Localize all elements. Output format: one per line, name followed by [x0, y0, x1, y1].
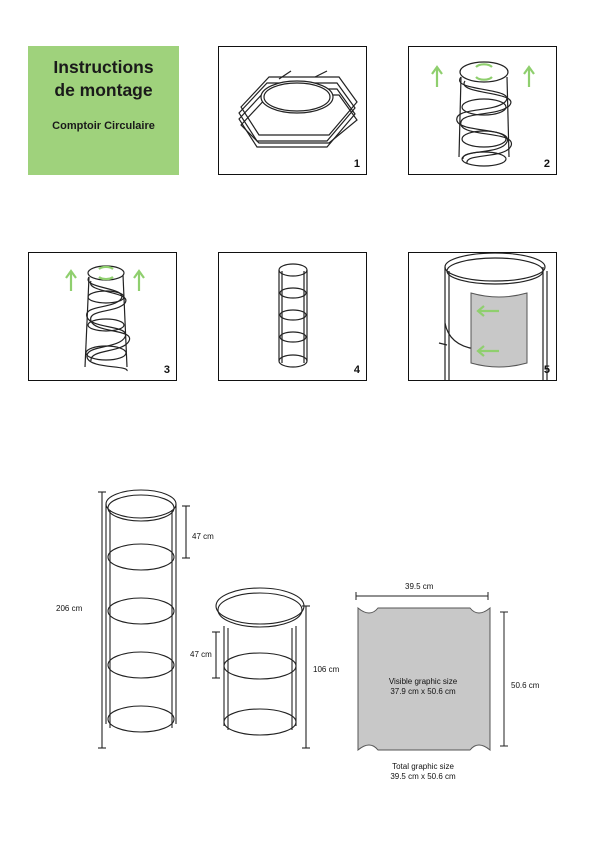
step-number: 4	[353, 364, 360, 376]
step-2-panel: 2	[408, 46, 557, 175]
total-graphic-line-2: 39.5 cm x 50.6 cm	[390, 772, 456, 781]
graphic-panel-drawing	[355, 592, 508, 752]
step-1-illustration	[238, 70, 358, 148]
title-box: Instructions de montage Comptoir Circula…	[28, 46, 179, 175]
step-5-illustration	[438, 253, 548, 380]
short-unit-drawing	[212, 587, 310, 749]
step-number: 2	[543, 158, 550, 170]
total-graphic-line-1: Total graphic size	[392, 762, 454, 771]
step-5-panel: 5	[408, 252, 557, 381]
short-shelf-spacing-label: 47 cm	[190, 650, 212, 659]
step-3-panel: 3	[28, 252, 177, 381]
step-number: 3	[163, 364, 170, 376]
step-1-panel: 1	[218, 46, 367, 175]
step-4-panel: 4	[218, 252, 367, 381]
title-line-2: de montage	[54, 80, 153, 100]
graphic-height-label: 50.6 cm	[511, 681, 540, 690]
tall-height-label: 206 cm	[56, 604, 83, 613]
tall-shelf-spacing-label: 47 cm	[192, 532, 214, 541]
step-number: 1	[353, 158, 360, 170]
title-line-1: Instructions	[53, 57, 154, 77]
visible-graphic-size-label: Visible graphic size 37.9 cm x 50.6 cm	[368, 677, 478, 697]
tall-unit-drawing	[98, 489, 190, 749]
visible-graphic-line-1: Visible graphic size	[388, 677, 458, 686]
short-height-label: 106 cm	[313, 665, 340, 674]
document-subtitle: Comptoir Circulaire	[52, 120, 155, 132]
total-graphic-size-label: Total graphic size 39.5 cm x 50.6 cm	[368, 762, 478, 782]
dimension-drawings	[98, 489, 508, 752]
step-3-illustration	[65, 265, 145, 372]
graphic-width-label: 39.5 cm	[405, 582, 434, 591]
step-4-illustration	[278, 263, 308, 368]
step-2-illustration	[431, 61, 535, 167]
document-title: Instructions de montage	[28, 56, 179, 102]
step-number: 5	[543, 364, 550, 376]
visible-graphic-line-2: 37.9 cm x 50.6 cm	[390, 687, 456, 696]
dimensions-section: 206 cm 47 cm 47 cm 106 cm 39.5 cm 50.6 c…	[0, 470, 595, 800]
